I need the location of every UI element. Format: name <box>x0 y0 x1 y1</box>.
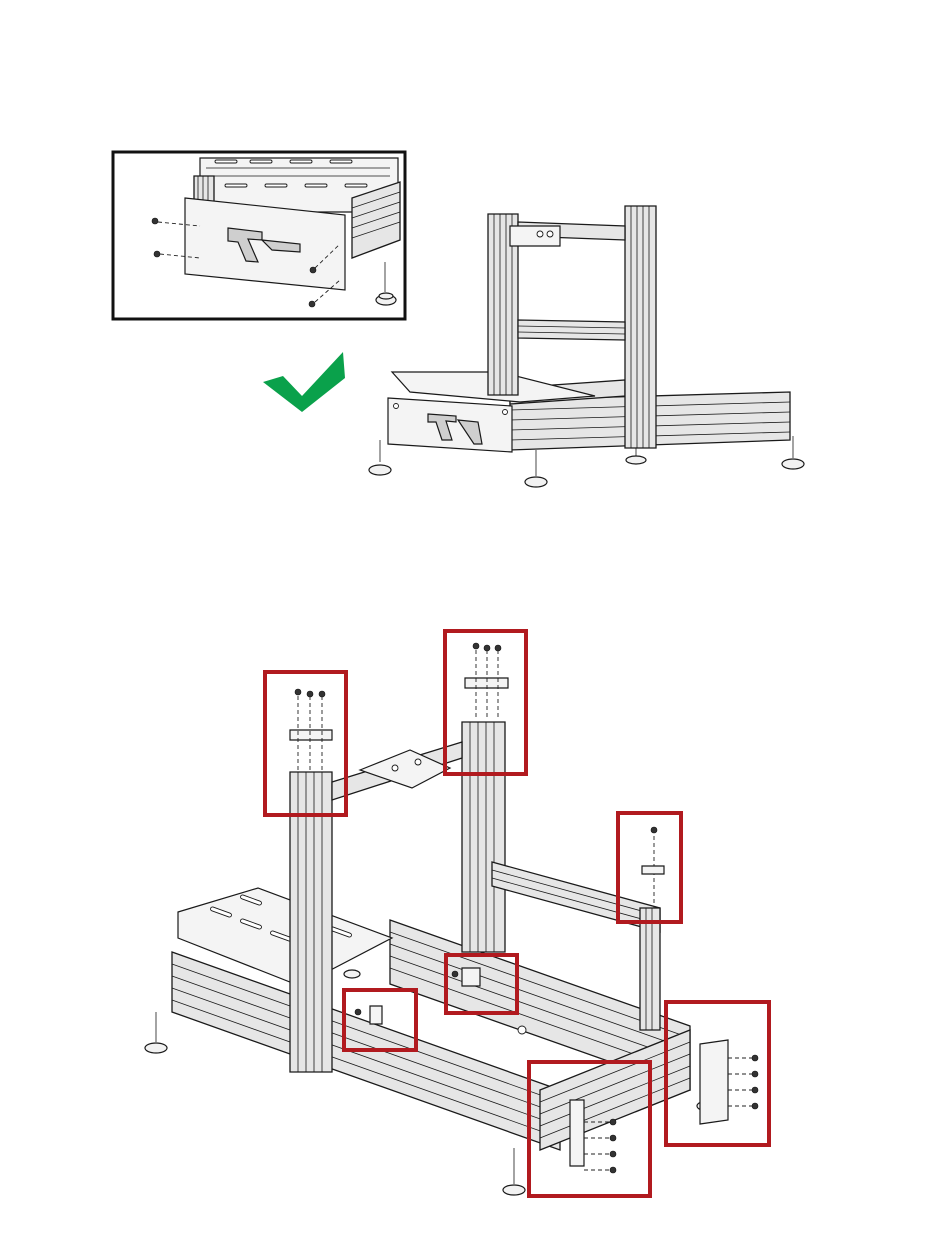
rear-left-upright <box>462 722 505 952</box>
assembled-middle-crossbar <box>518 320 625 340</box>
assembled-top-crossbar <box>510 222 625 246</box>
assembled-frame <box>369 206 804 487</box>
top-left-hardware <box>290 689 332 770</box>
assembled-front-bracket <box>388 398 512 452</box>
right-beam-hardware <box>642 827 664 908</box>
inset-detail-box <box>113 152 405 319</box>
top-right-hardware <box>465 643 508 720</box>
check-icon <box>263 352 345 412</box>
assembled-right-upright <box>625 206 656 448</box>
side-bracket-hardware <box>700 1040 758 1124</box>
right-rear-upright <box>640 908 660 1030</box>
top-crossbar <box>332 742 462 800</box>
